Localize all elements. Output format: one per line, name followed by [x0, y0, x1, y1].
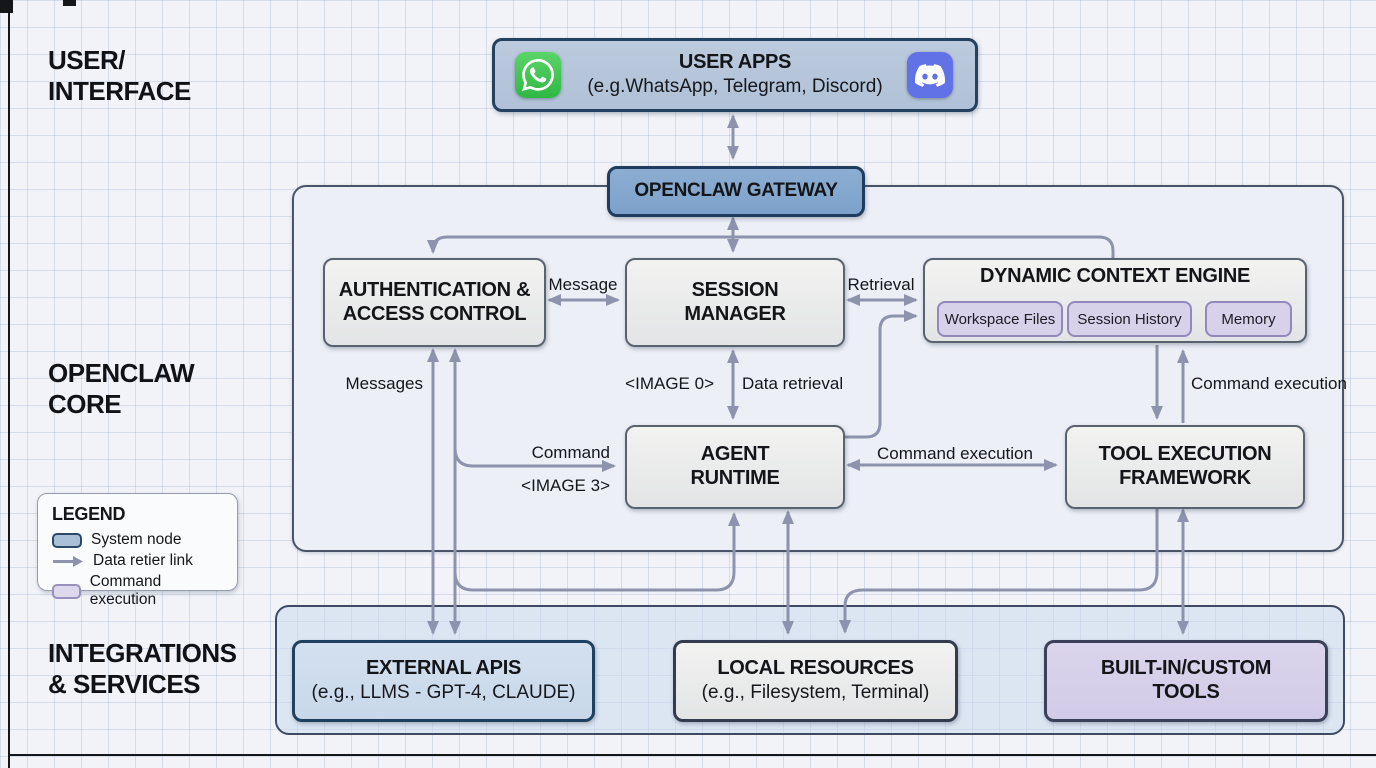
edge-label-command-execution-right: Command execution [1191, 374, 1347, 393]
data-link-arrow-icon [53, 555, 83, 567]
chip-memory: Memory [1205, 301, 1292, 337]
edge-label-messages: Messages [345, 374, 423, 393]
node-title: OPENCLAW GATEWAY [634, 180, 838, 202]
node-subtitle: (e.g., Filesystem, Terminal) [701, 681, 930, 703]
node-tool-execution-framework: TOOL EXECUTION FRAMEWORK [1065, 425, 1305, 509]
edge-label-message: Message [548, 275, 618, 294]
frame-line-bottom [8, 754, 1376, 756]
legend: LEGEND System node Data retier link Comm… [37, 493, 238, 608]
frame-mark-topleft [0, 0, 13, 13]
node-title: USER APPS [678, 51, 792, 74]
node-local-resources: LOCAL RESOURCES (e.g., Filesystem, Termi… [673, 640, 958, 722]
node-title: TOOLS [1152, 681, 1220, 703]
node-title: LOCAL RESOURCES [717, 657, 914, 680]
node-external-apis: EXTERNAL APIS (e.g., LLMS - GPT-4, CLAUD… [292, 640, 595, 722]
section-label-line: USER/ [48, 45, 125, 75]
node-title: ACCESS CONTROL [342, 302, 527, 325]
node-dynamic-context-engine: DYNAMIC CONTEXT ENGINE Workspace Files S… [923, 258, 1307, 343]
discord-icon [907, 52, 953, 98]
node-title: EXTERNAL APIS [365, 657, 522, 680]
node-agent-runtime: AGENT RUNTIME [625, 425, 845, 509]
edge-label-image3: <IMAGE 3> [521, 476, 610, 495]
node-user-apps: USER APPS (e.g.WhatsApp, Telegram, Disco… [492, 38, 978, 112]
legend-item-label: Command execution [89, 573, 162, 608]
node-title: SESSION [691, 278, 779, 301]
section-label-user-interface: USER/ INTERFACE [48, 45, 191, 106]
legend-item-command-execution: Command execution [52, 573, 225, 609]
node-authentication: AUTHENTICATION & ACCESS CONTROL [323, 258, 546, 347]
section-label-line: & SERVICES [48, 668, 201, 699]
section-label-line: OPENCLAW [48, 358, 195, 388]
node-title: AGENT [700, 443, 770, 466]
section-label-line: INTEGRATIONS [48, 638, 237, 668]
node-title: MANAGER [684, 302, 786, 325]
node-title: DYNAMIC CONTEXT ENGINE [979, 265, 1251, 287]
chip-session-history: Session History [1067, 301, 1192, 337]
chip-workspace-files: Workspace Files [937, 301, 1063, 337]
node-openclaw-gateway: OPENCLAW GATEWAY [607, 166, 865, 217]
node-builtin-custom-tools: BUILT-IN/CUSTOM TOOLS [1044, 640, 1328, 722]
node-session-manager: SESSION MANAGER [625, 258, 845, 347]
node-title: FRAMEWORK [1119, 467, 1251, 489]
frame-mark-top [63, 0, 76, 6]
command-execution-swatch [52, 583, 81, 599]
edge-label-command-execution-mid: Command execution [877, 444, 1033, 463]
legend-item-label: Data retier link [93, 552, 193, 569]
section-label-line: CORE [48, 388, 122, 419]
edge-label-command: Command [531, 443, 610, 462]
frame-line-left [8, 0, 10, 768]
node-title: TOOL EXECUTION [1098, 443, 1272, 466]
edge-label-retrieval: Retrieval [847, 275, 915, 294]
node-title: RUNTIME [690, 467, 780, 489]
node-title: AUTHENTICATION & [338, 278, 531, 301]
section-label-openclaw-core: OPENCLAW CORE [48, 358, 195, 419]
legend-item-system-node: System node [52, 531, 225, 549]
legend-item-data-link: Data retier link [52, 552, 225, 570]
whatsapp-icon [515, 52, 561, 98]
system-node-swatch [52, 532, 82, 548]
section-label-integrations: INTEGRATIONS & SERVICES [48, 638, 237, 699]
node-subtitle: (e.g.WhatsApp, Telegram, Discord) [587, 75, 883, 97]
node-title: BUILT-IN/CUSTOM [1100, 657, 1272, 680]
edge-label-data-retrieval: Data retrieval [742, 374, 844, 393]
legend-title: LEGEND [52, 504, 126, 524]
edge-label-image0: <IMAGE 0> [625, 374, 714, 393]
section-label-line: INTERFACE [48, 75, 191, 106]
node-subtitle: (e.g., LLMS - GPT-4, CLAUDE) [311, 681, 576, 703]
legend-item-label: System node [91, 531, 182, 548]
